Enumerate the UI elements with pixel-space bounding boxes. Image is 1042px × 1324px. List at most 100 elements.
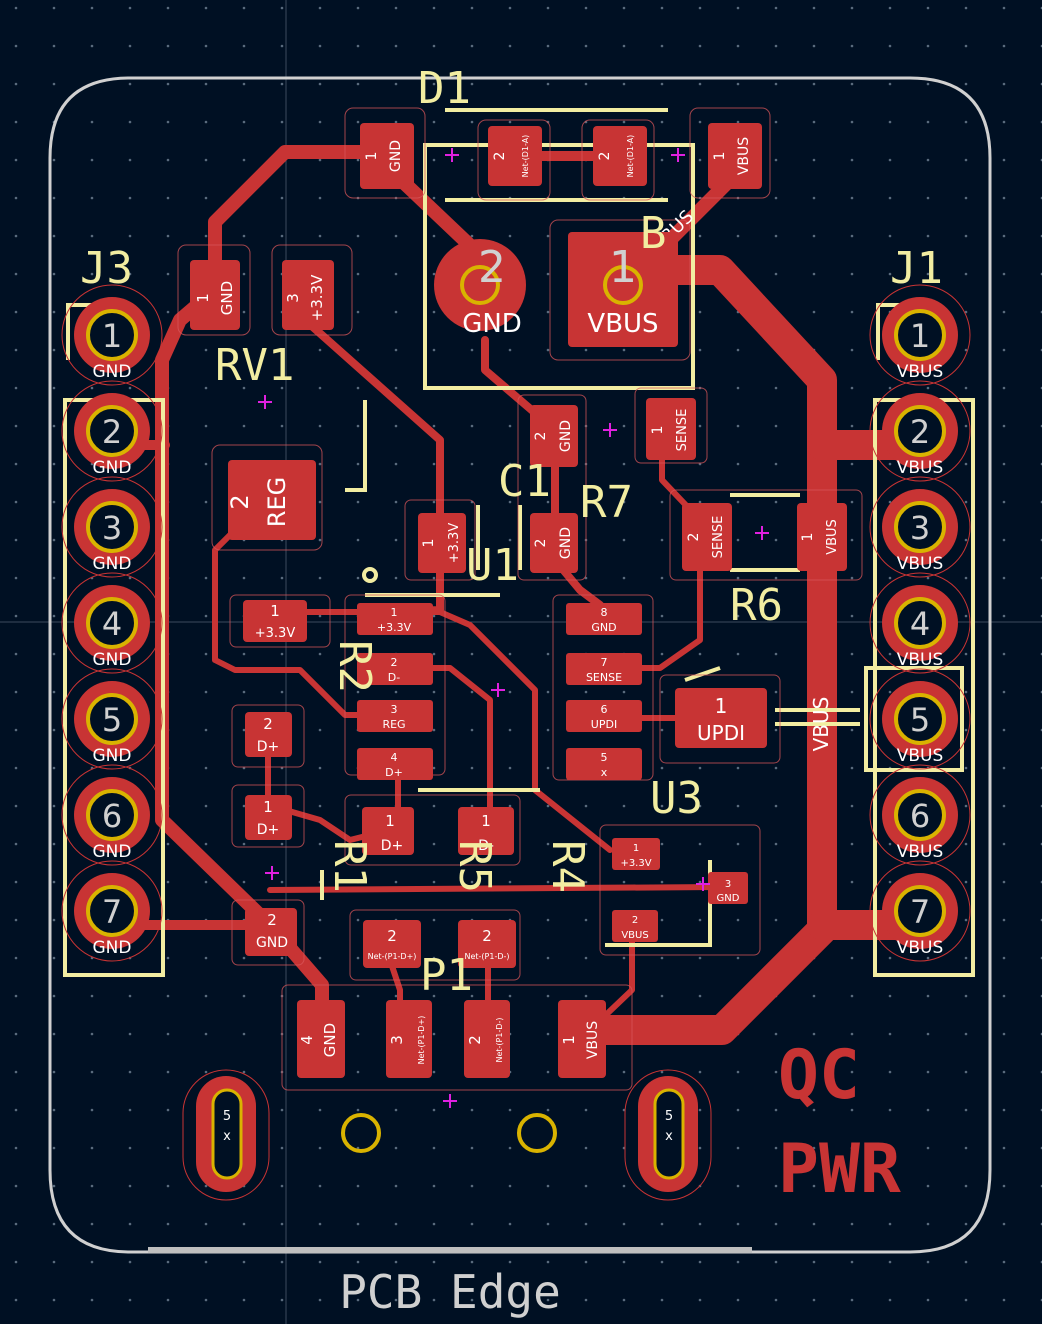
shield-slot-right[interactable]: 5 x [624, 1069, 712, 1201]
pad-number: 1 [194, 293, 212, 303]
pad-p1-4[interactable]: 4 GND [297, 1000, 345, 1078]
pad-r7-1[interactable]: 1 SENSE [646, 398, 696, 460]
pad-number: 4 [298, 1035, 316, 1045]
pad-u1-1[interactable]: 1 +3.3V [357, 603, 433, 635]
pad-net: VBUS [736, 137, 752, 175]
pad-bat-1[interactable]: 1 VBUS [568, 232, 678, 347]
courtyard-r2-1 [229, 594, 331, 648]
pad-rv1-2[interactable]: 2 REG [226, 460, 316, 540]
pad-number: 1 [385, 812, 395, 830]
pad-p1-1[interactable]: 1 VBUS [558, 1000, 606, 1078]
pin-net: GND [93, 842, 132, 862]
pad-rv1-3[interactable]: 3 +3.3V [282, 260, 334, 330]
ref-r7: R7 [580, 477, 633, 528]
pad-u3-3[interactable]: 3 GND [708, 872, 748, 904]
pad-net: D+ [381, 838, 404, 854]
pad-p1-3[interactable]: 3 Net-(P1-D+) [386, 1000, 432, 1078]
pad-u1-5[interactable]: 5 x [566, 748, 642, 780]
courtyards [177, 107, 863, 1091]
pad-u1-2[interactable]: 2 D- [357, 653, 433, 685]
ref-d1: D1 [418, 63, 471, 114]
pin-number: 6 [102, 797, 122, 835]
pad-number: 2 [466, 1035, 484, 1045]
pad-r5-2[interactable]: 2 Net-(P1-D+) [363, 920, 421, 968]
pad-updi[interactable]: 1 UPDI [675, 688, 767, 748]
pad-r1-1[interactable]: 1 D+ [245, 795, 292, 840]
pad-r2-1[interactable]: 1 +3.3V [243, 600, 307, 642]
pad-rv1-1[interactable]: 1 GND [190, 260, 240, 330]
pad-d1-2b[interactable]: 2 Net-(D1-A) [593, 126, 647, 186]
pad-c1-2b[interactable]: 2 GND [530, 513, 578, 573]
pad-net: Net-(P1-D-) [495, 1017, 504, 1062]
pin-net: VBUS [897, 938, 944, 958]
pad-r4-1[interactable]: 1 D- [458, 807, 514, 855]
pad-number: 2 [686, 533, 702, 542]
pad-number: 2 [482, 927, 492, 945]
pad-r6-2[interactable]: 2 SENSE [682, 503, 732, 571]
courtyard-rv1-1 [177, 244, 251, 336]
anchor-marks [258, 148, 769, 1108]
courtyard-updi [659, 674, 781, 764]
pad-number: 1 [633, 843, 639, 854]
pad-net: GND [256, 935, 288, 951]
usb-hole-left [341, 1113, 381, 1153]
pin-number: 7 [102, 893, 122, 931]
pad-u1-3[interactable]: 3 REG [357, 700, 433, 732]
pad-bat-2[interactable]: 2 GND [434, 239, 526, 339]
pad-r1-2[interactable]: 2 GND [245, 908, 297, 956]
pad-c1-2[interactable]: 2 GND [530, 405, 578, 467]
pad-u1-4[interactable]: 4 D+ [357, 748, 433, 780]
pad-r2-2[interactable]: 2 D+ [245, 712, 292, 757]
pad-u1-7[interactable]: 7 SENSE [566, 653, 642, 685]
pad-number: 2 [632, 915, 638, 926]
vbus-vertical-label: VBUS [809, 697, 833, 752]
pin-number: 2 [910, 413, 930, 451]
pad-d1-1b[interactable]: 1 VBUS [708, 123, 762, 189]
pad-c1-1[interactable]: 1 +3.3V [418, 513, 466, 573]
courtyard-d1-1b [689, 107, 771, 199]
pad-net: D+ [385, 766, 403, 779]
pin-number: 5 [102, 701, 122, 739]
pad-r5-1[interactable]: 1 D+ [362, 807, 414, 855]
pad-r4-2[interactable]: 2 Net-(P1-D-) [458, 920, 516, 968]
pin-net: VBUS [897, 746, 944, 766]
pin-number: 3 [102, 509, 122, 547]
pad-net: GND [388, 140, 404, 172]
silkscreen [63, 108, 975, 977]
pad-u3-1[interactable]: 1 +3.3V [612, 838, 660, 870]
pad-u3-2[interactable]: 2 VBUS [612, 910, 658, 942]
pad-net: Net-(D1-A) [521, 135, 530, 178]
pad-number: 3 [388, 1035, 406, 1045]
shield-slot-left[interactable]: 5 x [182, 1069, 270, 1201]
pad-u1-6[interactable]: 6 UPDI [566, 700, 642, 732]
pad-number: 8 [601, 606, 608, 619]
pad-p1-2[interactable]: 2 Net-(P1-D-) [464, 1000, 510, 1078]
pin-number: 1 [910, 317, 930, 355]
pad-number: 1 [609, 242, 637, 293]
pad-number: 7 [601, 656, 608, 669]
pad-u1-8[interactable]: 8 GND [566, 603, 642, 635]
pin-number: 7 [910, 893, 930, 931]
pad-net: +3.3V [255, 626, 296, 641]
pad-d1-1[interactable]: 1 GND [360, 123, 414, 189]
pad-r6-1[interactable]: 1 VBUS [797, 503, 847, 571]
pin-number: 5 [910, 701, 930, 739]
pad-number: 3 [725, 879, 731, 890]
pad-d1-2a[interactable]: 2 Net-(D1-A) [488, 126, 542, 186]
